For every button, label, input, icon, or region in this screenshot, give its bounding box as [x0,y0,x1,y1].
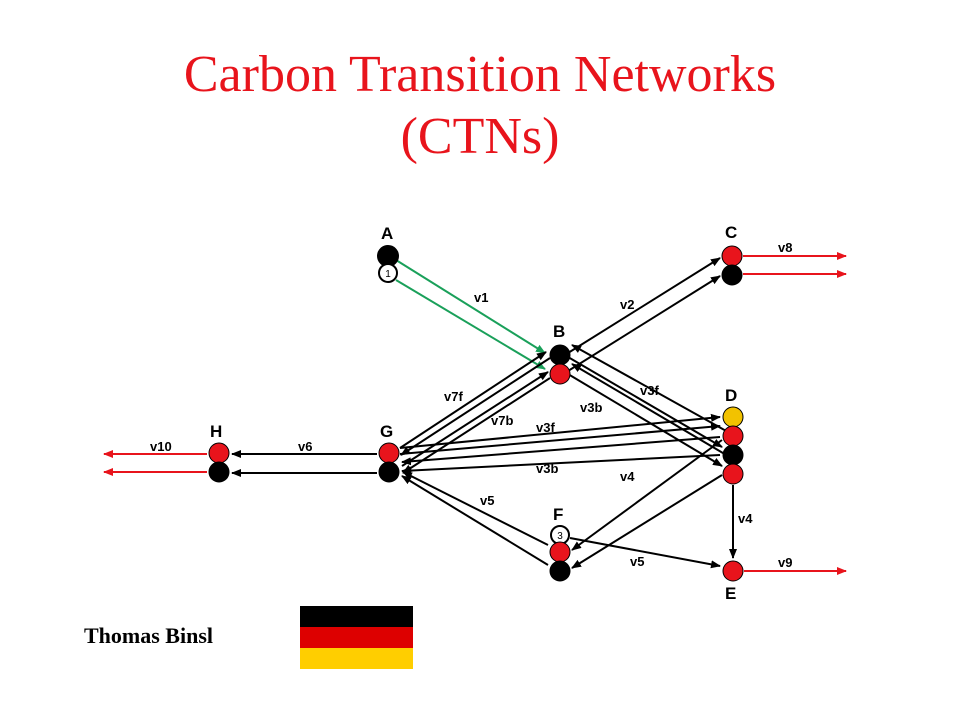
atom-h-0 [208,442,230,464]
edge-v3b-d-g-b [401,454,721,475]
atom-d-1 [722,425,744,447]
edge-v3f-b-d-a [567,356,723,448]
edge-v1-b [395,279,546,370]
edge-labels: v1 v2 v3f v3b v3f v3b v4 v4 v5 v5 v6 v7f… [150,240,792,570]
flag-stripe-black [300,606,413,627]
atom-c-1 [721,264,743,286]
atom-d-2 [722,444,744,466]
atom-b-0 [549,344,571,366]
author-name: Thomas Binsl [84,623,213,648]
edge-label-v6: v6 [298,439,312,454]
edge-label-v5-fg: v5 [480,493,494,508]
atom-e-0 [722,560,744,582]
edge-label-v4-de: v4 [738,511,753,526]
edge-label-v8: v8 [778,240,792,255]
atom-f-1 [549,541,571,563]
node-label-e: E [725,584,736,603]
edge-label-v1: v1 [474,290,488,305]
edge-v7b-a [400,357,551,456]
edge-v5-f-g-a [402,471,549,546]
atom-f-2 [549,560,571,582]
edge-v3b-d-b-a [571,344,729,433]
edge-label-v9: v9 [778,555,792,570]
edge-v4-d-f-b [571,474,723,569]
atom-c-0 [721,245,743,267]
atom-d-3 [722,463,744,485]
edge-label-v3f-gd: v3f [536,420,555,435]
node-label-d: D [725,386,737,405]
atom-a-1-marker: 1 [385,269,391,280]
atom-h-1 [208,461,230,483]
flag-stripe-gold [300,648,413,669]
edge-v3f-g-d-a [399,413,721,449]
edge-label-v3b-dg: v3b [536,461,558,476]
edge-v5-f-g-b [401,475,549,566]
edge-label-v2: v2 [620,297,634,312]
edge-v3b-d-g-a [401,436,721,466]
title-line-1: Carbon Transition Networks [183,46,777,103]
edge-v4-d-f-a [571,439,723,551]
node-label-b: B [553,322,565,341]
edge-v2-a [567,257,721,354]
edge-v7f-b [401,371,549,467]
edge-label-v7b: v7b [491,413,513,428]
edge-v2-b [567,275,721,372]
edge-v3b-d-b-b [571,363,729,457]
slide-title: Carbon Transition Networks (CTNs) [0,44,960,168]
edge-v3f-g-d-b [399,422,721,455]
atom-f-0-marker: 3 [557,531,563,542]
edge-label-v10: v10 [150,439,172,454]
atom-g-1 [378,461,400,483]
edge-v7f-a [399,351,547,449]
edges [103,252,847,575]
atom-b-1 [549,363,571,385]
node-label-c: C [725,223,737,242]
flag-stripe-red [300,627,413,648]
node-label-f: F [553,505,563,524]
edge-label-v7f: v7f [444,389,463,404]
node-label-g: G [380,422,393,441]
title-line-2: (CTNs) [400,108,560,165]
edge-v5-f-e [569,537,721,569]
node-label-h: H [210,422,222,441]
node-label-a: A [381,224,393,243]
edge-v1-a [395,259,546,354]
atom-g-0 [378,442,400,464]
atom-a-1 [378,263,398,283]
germany-flag [300,606,413,669]
edge-v7b-b [402,377,551,474]
edge-label-v3f-bd: v3f [640,383,659,398]
edge-label-v4-df: v4 [620,469,635,484]
node-labels: A B C D E F G H [210,223,737,603]
atom-d-0 [722,406,744,428]
edge-v3f-b-d-b [567,373,723,467]
edge-label-v3b-db: v3b [580,400,602,415]
edge-label-v5-fe: v5 [630,554,644,569]
atoms: 1 3 [208,245,744,582]
